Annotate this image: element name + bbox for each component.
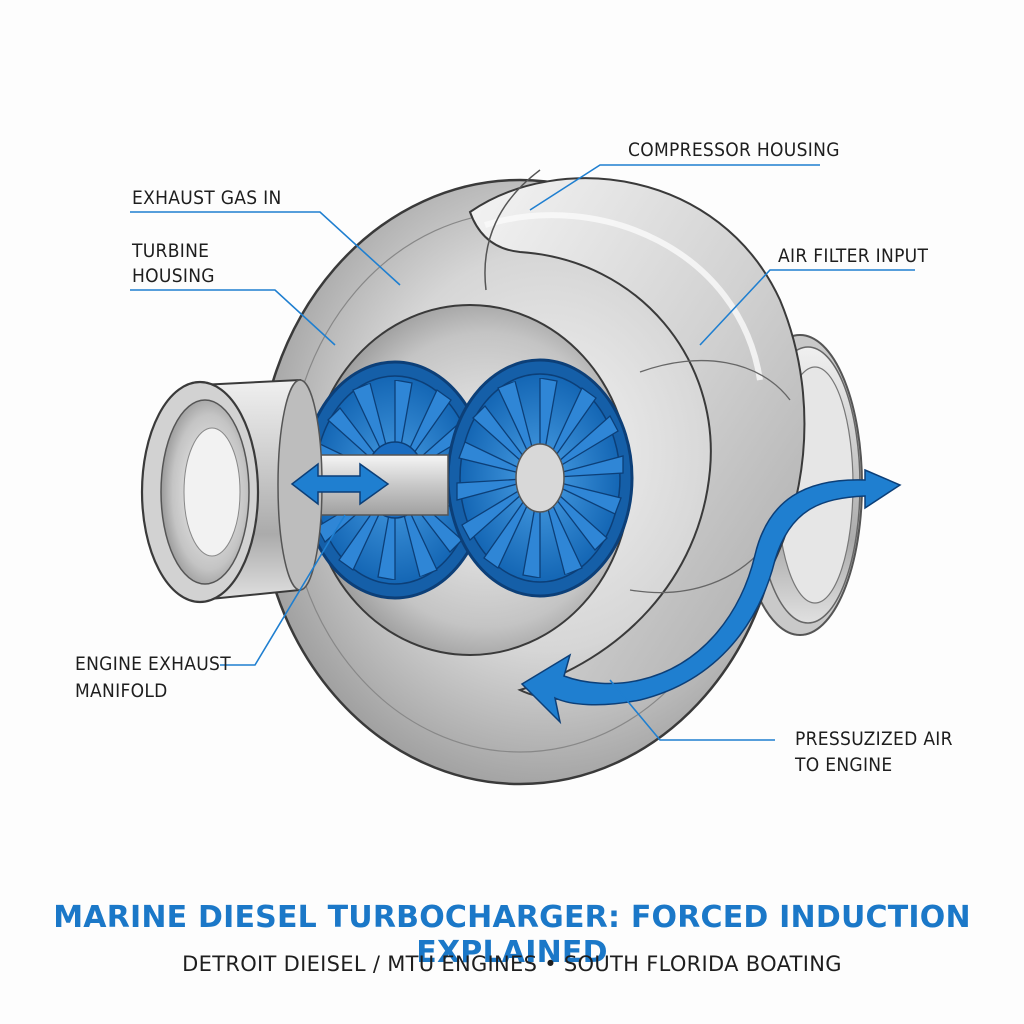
label-turbine-housing-line1: TURBINE (131, 240, 209, 262)
page-title: MARINE DIESEL TURBOCHARGER: FORCED INDUC… (53, 900, 971, 970)
label-air-filter-input: AIR FILTER INPUT (778, 245, 928, 267)
label-compressor-housing: COMPRESSOR HOUSING (628, 139, 840, 161)
label-engine-exhaust-line2: MANIFOLD (75, 680, 168, 702)
pressurized-air-arrow (520, 468, 902, 725)
label-exhaust-gas-in: EXHAUST GAS IN (132, 187, 282, 209)
label-pressurized-air-line2: TO ENGINE (794, 754, 892, 776)
exhaust-flow-arrow (290, 462, 390, 506)
leader-lines (130, 164, 915, 741)
page-subtitle: DETROIT DIEISEL / MTU ENGINES • SOUTH FL… (182, 952, 842, 976)
exhaust-inlet-pipe (140, 378, 449, 604)
label-engine-exhaust-line1: ENGINE EXHAUST (75, 653, 231, 675)
label-turbine-housing-line2: HOUSING (132, 265, 215, 287)
label-pressurized-air-line1: PRESSUZIZED AIR (795, 728, 953, 750)
compressor-wheel (446, 358, 634, 598)
